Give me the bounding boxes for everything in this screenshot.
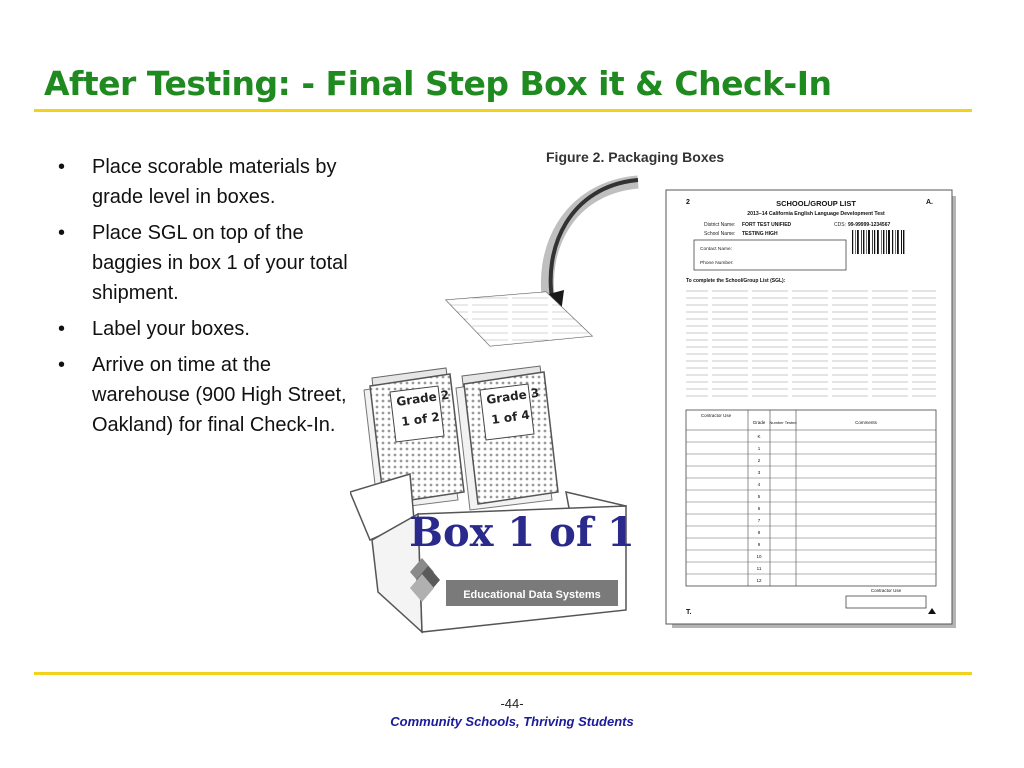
cds-label: CDS: xyxy=(834,222,846,228)
form-corner-letter: A. xyxy=(926,199,933,206)
grade-row-label: 4 xyxy=(758,482,761,487)
slide-title: After Testing: - Final Step Box it & Che… xyxy=(44,64,832,103)
shipping-box-icon: Box 1 of 1 Educational Data Systems xyxy=(350,473,635,634)
sgl-form: 2 A. SCHOOL/GROUP LIST 2013–14 Californi… xyxy=(665,189,956,628)
grade-row-label: 2 xyxy=(758,458,761,463)
grade-row-label: 1 xyxy=(758,446,761,451)
bag-grade-3-line2: 1 of 4 xyxy=(490,408,530,427)
col-number-header: Number Tested xyxy=(769,420,796,425)
packaging-illustration: Figure 2. Packaging Boxes Grade 2 1 of 2 xyxy=(350,149,956,634)
grade-row-label: 5 xyxy=(758,494,761,499)
grade-row-label: 12 xyxy=(756,578,762,583)
bullet-text: Place scorable materials by grade level … xyxy=(92,156,337,208)
form-footer-letter: T. xyxy=(686,609,692,616)
bullet-item: • Label your boxes. xyxy=(56,314,356,344)
bag-grade-3: Grade 3 1 of 4 xyxy=(455,365,559,511)
bullet-text: Label your boxes. xyxy=(92,318,250,340)
bullet-text: Arrive on time at the warehouse (900 Hig… xyxy=(92,354,347,436)
cds-value: 99-99999-1234567 xyxy=(848,222,890,228)
grade-row-label: 7 xyxy=(758,518,761,523)
form-instructions xyxy=(686,288,936,400)
bullet-dot: • xyxy=(58,318,66,340)
grade-row-label: 10 xyxy=(756,554,762,559)
figure-caption: Figure 2. Packaging Boxes xyxy=(546,149,724,165)
grade-row-label: 11 xyxy=(757,566,762,571)
phone-label: Phone Number: xyxy=(700,260,734,266)
bullet-item: • Arrive on time at the warehouse (900 Hi… xyxy=(56,350,356,440)
contractor-use-header: Contractor Use xyxy=(701,413,732,418)
grade-row-label: 9 xyxy=(758,542,761,547)
bullet-text: Place SGL on top of the baggies in box 1… xyxy=(92,222,348,304)
school-value: TESTING HIGH xyxy=(742,231,778,237)
bullet-list: • Place scorable materials by grade level… xyxy=(56,152,356,446)
footer-divider xyxy=(34,672,972,675)
footer-tagline: Community Schools, Thriving Students xyxy=(390,714,634,729)
box-label: Box 1 of 1 xyxy=(409,509,635,556)
grade-row-label: 8 xyxy=(758,530,761,535)
grade-row-label: K xyxy=(757,434,760,439)
triangle-icon xyxy=(928,608,936,614)
contractor-use-box xyxy=(845,595,927,609)
contractor-use-label: Contractor Use xyxy=(871,588,902,593)
grade-row-label: 3 xyxy=(758,470,761,475)
form-subtitle: 2013–14 California English Language Deve… xyxy=(747,211,885,217)
bullet-dot: • xyxy=(58,222,66,244)
grade-row-label: 6 xyxy=(758,506,761,511)
col-comments-header: Comments xyxy=(855,420,878,425)
instructions-heading: To complete the School/Group List (SGL): xyxy=(686,278,786,284)
logo-text: Educational Data Systems xyxy=(463,589,601,601)
col-grade-header: Grade xyxy=(753,420,766,425)
form-title: SCHOOL/GROUP LIST xyxy=(776,199,856,208)
bullet-item: • Place scorable materials by grade level… xyxy=(56,152,356,212)
school-label: School Name: xyxy=(704,231,735,237)
title-divider xyxy=(34,109,972,112)
form-page-number: 2 xyxy=(686,199,690,206)
contact-label: Contact Name: xyxy=(700,246,732,252)
page-number: -44- xyxy=(500,696,524,711)
bullet-dot: • xyxy=(58,354,66,376)
packaging-figure: Figure 2. Packaging Boxes Grade 2 1 of 2 xyxy=(350,140,970,640)
bag-grade-2: Grade 2 1 of 2 xyxy=(363,367,465,511)
bullet-item: • Place SGL on top of the baggies in box … xyxy=(56,218,356,308)
eds-logo: Educational Data Systems xyxy=(410,558,618,606)
barcode-icon xyxy=(852,230,905,254)
sgl-sheet-icon xyxy=(444,291,594,347)
district-value: FORT TEST UNIFIED xyxy=(742,222,792,228)
district-label: District Name: xyxy=(704,222,735,228)
bullet-dot: • xyxy=(58,156,66,178)
bag-grade-2-line2: 1 of 2 xyxy=(400,410,440,429)
